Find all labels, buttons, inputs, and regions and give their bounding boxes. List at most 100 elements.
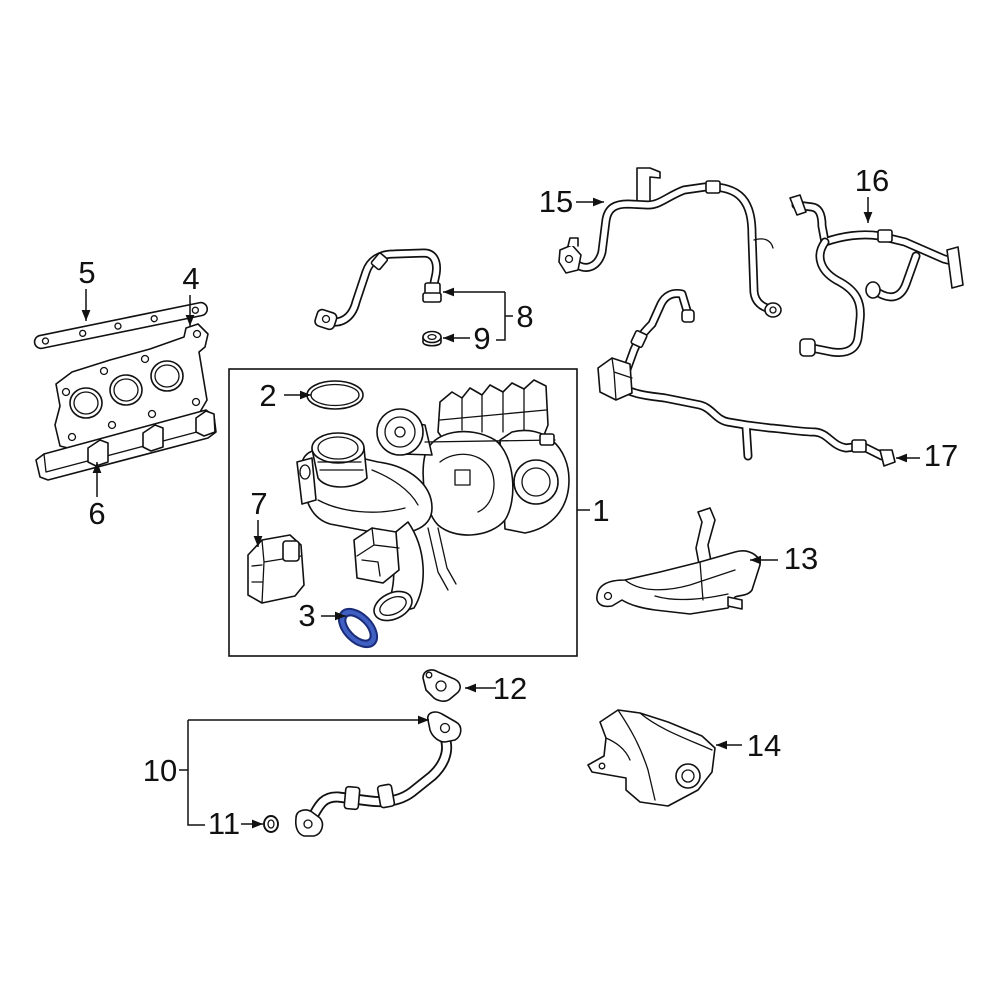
plate-bolt-hole [192,329,202,339]
plate-bolt-hole [140,354,150,364]
part-5-strip [33,301,209,350]
part-17-pipe [597,289,896,467]
pipe-15-left-cap [567,237,579,247]
leader-8-bracket [496,292,513,341]
callout-15: 15 [539,184,573,219]
callout-5: 5 [78,255,95,290]
part-3-highlighted-ring [337,607,379,649]
line-8-fitting-nut [422,292,442,303]
strip-hole [150,315,158,323]
shield-14-boss-inner [681,769,695,783]
pipe-10-top-flange-hole [439,722,451,734]
turbo-turbine-detail [439,453,495,513]
callout-7: 7 [250,486,267,521]
turbo-elbow-ring [373,590,413,622]
plate-bolt-hole [147,409,157,419]
part-12-flange [422,669,461,702]
strip-hole [114,322,122,330]
part-13-heat-shield [596,507,761,615]
turbo-inlet-ribs [317,461,364,471]
callout-labels: 1 2 3 4 5 6 7 8 9 10 11 12 13 14 15 16 1… [78,163,958,841]
actuator-front [251,539,302,604]
plate-bolt-hole [67,432,77,442]
shield-14-contour [605,709,713,801]
callout-1: 1 [592,493,609,528]
turbo-body-contour [317,469,419,513]
turbo-inlet-face [311,432,365,464]
callout-12: 12 [493,671,527,706]
part-7-actuator [247,534,305,604]
shield-13-hole [603,591,613,601]
shield-14-boss [675,763,701,789]
pipe-17-end-fitting [879,449,896,467]
plate-bolt-hole [61,387,71,397]
part-15-pipe [558,167,782,318]
shield-13-contour [624,561,736,601]
nut-top [422,330,442,344]
pipe-16-mid-fitting [865,281,881,299]
part-1-turbocharger [296,379,570,622]
assembly-frame [228,368,578,657]
callout-14: 14 [747,728,781,763]
pipe-16-tube-b-fill [809,239,864,356]
pipe-16-collar [877,229,893,243]
pipe-16-left-bracket [789,194,807,216]
shield-13-tab [727,596,743,610]
callout-3: 3 [298,598,315,633]
pipe-15-clip [753,238,774,249]
part-11-ring [263,815,279,833]
callout-13: 13 [784,541,818,576]
turbo-actuator-can-center [394,426,406,438]
part-9-nut [422,330,442,347]
actuator-connector [282,540,300,562]
turbo-actuator-can [376,408,424,456]
plate-port-inner [113,378,139,402]
turbo-inlet-bore [317,436,359,460]
elbow-ring-inner [379,595,407,617]
pipe-10-top-flange [426,711,462,743]
callout-17: 17 [924,438,958,473]
plate-bolt-hole [107,420,117,430]
pipe-15-left-fitting-hole [564,254,574,264]
part-4-gasket-plate [54,323,209,450]
elbow-ring-outer [373,590,413,622]
turbo-outlet-port [513,459,559,505]
bracket-boss [195,410,216,437]
line-8-banjo-hole [321,314,331,324]
shield-14-hole [598,762,606,770]
part-14-heat-shield [587,709,716,807]
turbo-side-port-face [299,464,311,480]
pipe-17-collar [851,439,867,453]
part-8-line [314,248,442,331]
turbo-electronic-actuator [353,527,400,584]
turbo-rod-link [539,433,555,446]
pipe-17-top-fitting [681,309,695,323]
pipe-17-connector-detail [611,357,633,401]
line-8-banjo [314,308,338,331]
part-16-pipe [789,194,964,357]
turbo-wastegate-rod [424,439,556,443]
plate-bolt-hole [99,366,109,376]
line-8-collar [370,252,389,271]
pipe-16-right-bracket [946,246,964,289]
callout-6: 6 [88,496,105,531]
turbo-lower-pipes [427,527,457,591]
pipe-10-end-flange [294,809,324,837]
callout-2: 2 [259,378,276,413]
flange-12-hole [435,680,447,692]
plate-port-inner [154,364,180,388]
turbo-side-port [296,457,317,505]
callout-9: 9 [473,321,490,356]
bracket-boss [142,424,164,452]
callout-10: 10 [143,753,177,788]
pipe-10-clamp [343,785,361,811]
pipe-15-right-fitting [764,302,782,318]
pipe-15-right-fitting-hole [769,306,777,314]
pipe-17-collar [630,329,648,349]
flange-12-bolt-hole [425,671,433,679]
turbo-outlet-port-inner [521,467,551,497]
leader-10-bracket [179,720,205,826]
plate-port-inner [73,391,99,415]
callout-16: 16 [855,163,889,198]
